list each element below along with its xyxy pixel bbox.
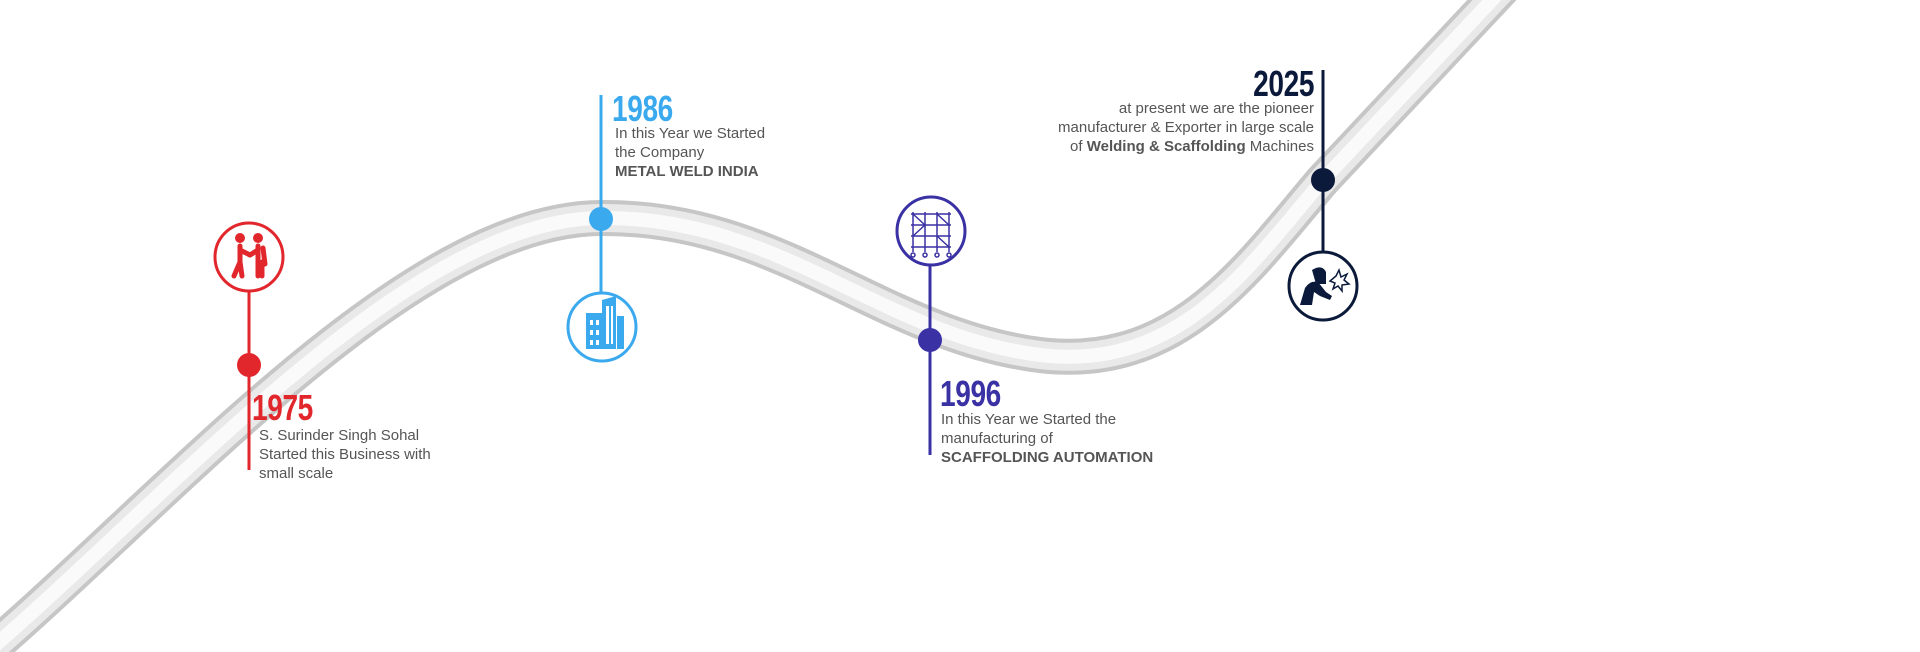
desc-line: In this Year we Started the — [941, 411, 1117, 428]
desc-line: small scale — [259, 465, 334, 482]
milestone-1975-marker — [213, 221, 285, 470]
desc-line: S. Surinder Singh Sohal — [259, 427, 420, 444]
desc-line: manufacturing of — [941, 430, 1053, 447]
welder-icon — [1300, 267, 1351, 305]
year-1996: 1996 — [940, 373, 1001, 414]
desc-line: Started this Business with — [259, 446, 431, 463]
desc-line: at present we are the pioneer — [1118, 100, 1314, 117]
desc-line: manufacturer & Exporter in large scale — [1058, 119, 1314, 136]
milestone-1996-description: In this Year we Started the manufacturin… — [941, 410, 1153, 467]
scaffolding-icon — [910, 212, 952, 258]
milestone-1986-description: In this Year we Started the Company META… — [615, 124, 765, 181]
product-name: SCAFFOLDING AUTOMATION — [941, 449, 1154, 466]
company-name: METAL WELD INDIA — [615, 163, 759, 180]
building-icon — [586, 296, 624, 349]
year-1975: 1975 — [252, 387, 313, 428]
milestone-1975-description: S. Surinder Singh Sohal Started this Bus… — [259, 426, 431, 483]
desc-pre: of — [1070, 138, 1087, 155]
desc-line: In this Year we Started — [615, 125, 766, 142]
year-2025: 2025 — [1253, 63, 1314, 104]
desc-line: the Company — [615, 144, 705, 161]
product-range: Welding & Scaffolding — [1086, 138, 1246, 155]
people-meeting-icon — [231, 233, 268, 279]
milestone-2025-description: at present we are the pioneer manufactur… — [1058, 99, 1314, 156]
year-1986: 1986 — [612, 88, 673, 129]
desc-post: Machines — [1245, 138, 1314, 155]
